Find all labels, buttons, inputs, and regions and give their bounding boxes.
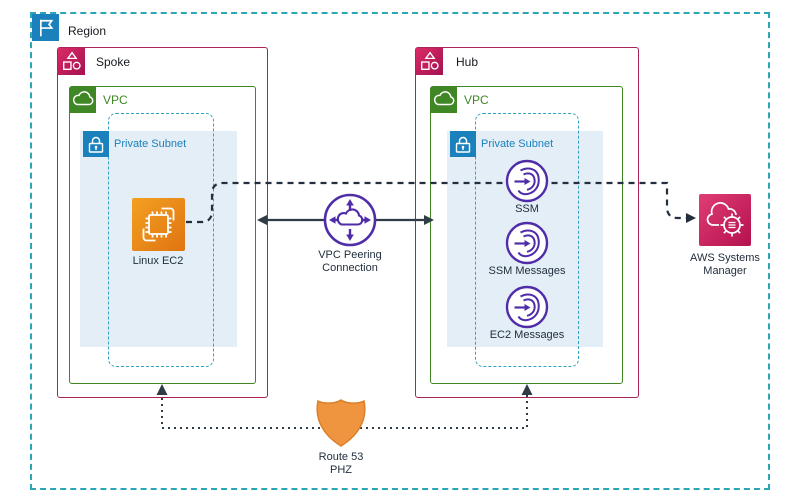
vpc-endpoint-ec2-messages-icon: [505, 285, 549, 329]
hub-vpc-group-icon: [416, 48, 443, 75]
vpc-peering-label: VPC Peering Connection: [318, 249, 382, 274]
hub-vpc-cloud-icon: [431, 87, 457, 113]
vpc-endpoint-ssm-messages-label: SSM Messages: [488, 265, 566, 277]
systems-manager-icon: [699, 194, 751, 246]
vpc-endpoint-ssm-messages-icon: [505, 221, 549, 265]
spoke-vpc-group-icon: [58, 48, 85, 75]
ec2-instance-icon: [132, 198, 185, 251]
vpc-endpoint-ssm-label: SSM: [515, 203, 539, 215]
route53-phz-label: Route 53 PHZ: [318, 451, 364, 476]
region-flag-icon: [32, 14, 59, 41]
hub-private-subnet-lock-icon: [450, 131, 476, 157]
spoke-vpc-label: VPC: [103, 93, 128, 107]
ec2-instance-label: Linux EC2: [132, 255, 184, 267]
spoke-private-subnet-lock-icon: [83, 131, 109, 157]
hub-private-subnet-boundary: [475, 113, 579, 367]
spoke-vpc-cloud-icon: [70, 87, 96, 113]
vpc-endpoint-ec2-messages-label: EC2 Messages: [489, 329, 565, 341]
hub-private-subnet-label: Private Subnet: [481, 138, 554, 150]
region-label: Region: [68, 24, 107, 38]
vpc-peering-icon: [323, 193, 377, 247]
systems-manager-label: AWS Systems Manager: [690, 252, 760, 277]
route53-phz-icon: [314, 397, 368, 449]
vpc-endpoint-ssm-icon: [505, 159, 549, 203]
spoke-label: Spoke: [96, 55, 131, 69]
hub-vpc-label: VPC: [464, 93, 489, 107]
spoke-private-subnet-label: Private Subnet: [114, 138, 187, 150]
spoke-private-subnet-boundary: [108, 113, 214, 367]
hub-label: Hub: [456, 55, 479, 69]
